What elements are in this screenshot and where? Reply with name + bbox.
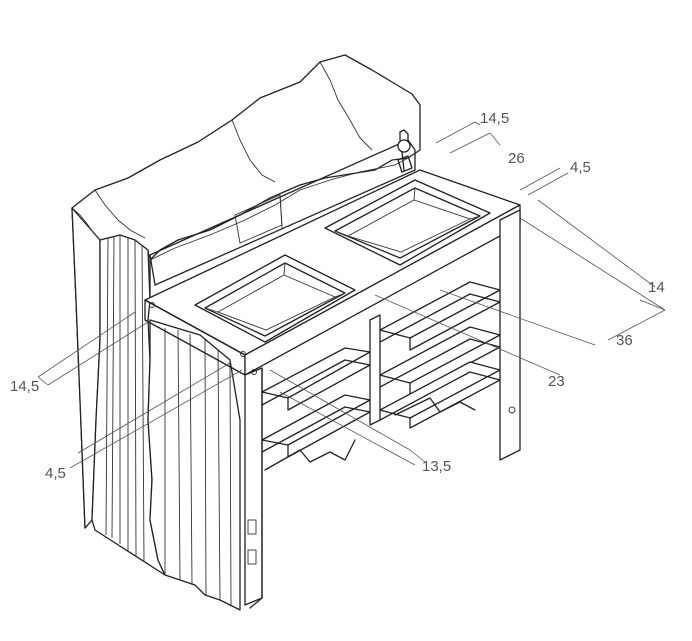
dimension-labels: 14,5 26 4,5 14 36 23 13,5 14,5 4,5 <box>10 110 665 482</box>
dim-label-4-5-right: 4,5 <box>570 159 591 176</box>
dimension-lines <box>37 121 666 469</box>
dim-label-14-5-left: 14,5 <box>10 378 39 395</box>
dim-label-14: 14 <box>648 279 665 296</box>
dim-label-13-5: 13,5 <box>422 458 451 475</box>
dim-label-14-5-top: 14,5 <box>480 110 509 127</box>
right-sink-basin <box>324 179 491 266</box>
dim-label-36: 36 <box>616 332 633 349</box>
back-panel <box>149 139 416 286</box>
front-frame <box>244 209 521 609</box>
dim-label-23: 23 <box>548 373 565 390</box>
corrugated-side-panel <box>71 207 241 611</box>
dim-label-4-5-left: 4,5 <box>45 465 66 482</box>
faucet-icon <box>397 129 413 173</box>
left-sink-basin <box>194 254 356 343</box>
dim-label-26: 26 <box>508 150 525 167</box>
shelf-rails <box>261 281 501 471</box>
